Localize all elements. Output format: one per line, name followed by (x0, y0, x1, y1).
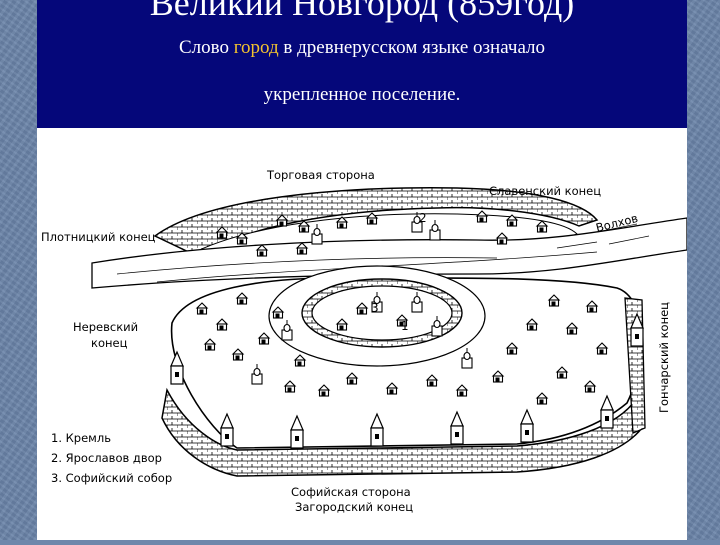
kremlin-inner (311, 285, 453, 341)
marker-3-sophia-cathedral: 3 (371, 301, 379, 315)
map-drawing: Торговая сторона Славенский конец Плотни… (41, 168, 688, 514)
label-sofiyskaya-side: Софийская сторона (291, 485, 411, 499)
subtitle-line-1: Слово город в древнерусском языке означа… (37, 37, 687, 59)
label-nerevsky-end-line2: конец (91, 336, 128, 350)
label-nerevsky-end-line1: Неревский (73, 320, 138, 334)
marker-1-kremlin: 1 (401, 319, 409, 333)
slide-title: Великий Новгород (859год) (149, 0, 575, 23)
torgovaya-wall (153, 187, 599, 257)
label-torgovaya-side: Торговая сторона (266, 168, 375, 182)
label-plotnitsky-end: Плотницкий конец (41, 230, 156, 244)
subtitle-after: в древнерусском языке означало (278, 37, 546, 58)
label-goncharsky-end: Гончарский конец (657, 302, 671, 413)
legend-item-sophia-cathedral: 3. Софийский собор (51, 471, 172, 485)
label-slavensky-end: Славенский конец (489, 184, 601, 198)
novgorod-map: Торговая сторона Славенский конец Плотни… (37, 128, 688, 540)
marker-2-yaroslav-court: 2 (419, 211, 427, 225)
subtitle-highlight-word: город (233, 37, 279, 58)
title-panel: Великий Новгород (859год) Слово город в … (37, 0, 687, 128)
legend-item-yaroslav-court: 2. Ярославов двор (51, 451, 162, 465)
legend-item-kremlin: 1. Кремль (51, 431, 111, 445)
subtitle-line-2: укрепленное поселение. (263, 84, 461, 105)
label-zagorodsky-end: Загородский конец (295, 500, 413, 514)
subtitle-before: Слово (178, 37, 234, 58)
